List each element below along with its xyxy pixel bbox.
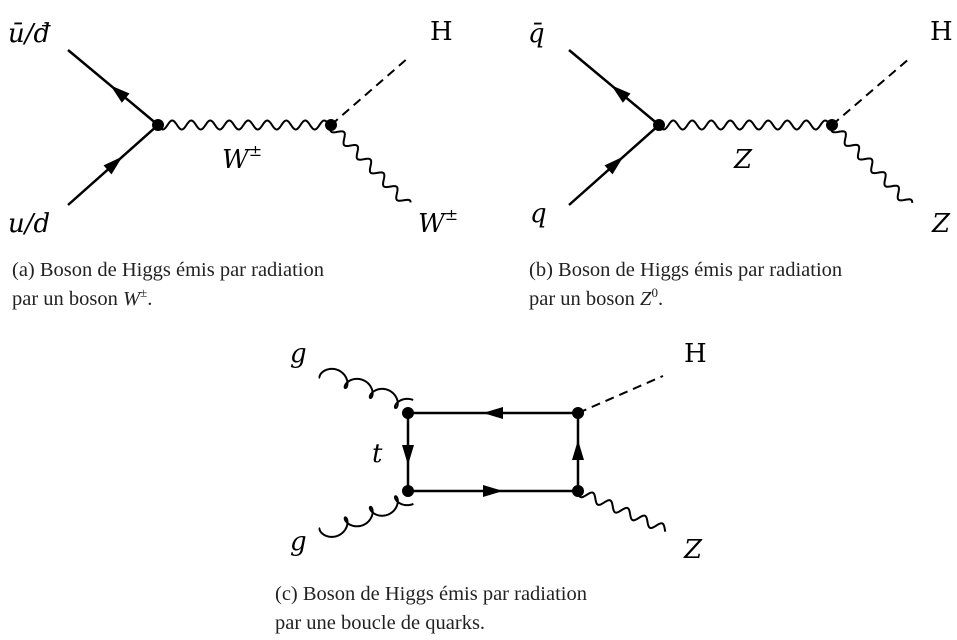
diagram-a: ū/đ u/d W± H W±: [8, 17, 458, 239]
label-propagator: W±: [222, 141, 262, 175]
caption-b-text: par un boson: [529, 288, 641, 310]
label-gluon-top: g: [290, 339, 307, 369]
caption-a-line1: (a) Boson de Higgs émis par radiation: [12, 259, 324, 281]
caption-c: (c) Boson de Higgs émis par radiation pa…: [275, 580, 715, 638]
label-propagator: Z: [733, 145, 753, 175]
fermion-arrow-icon: [572, 440, 584, 460]
vertex-dot-icon: [402, 407, 414, 419]
diagram-b: q̄ q Z H Z: [528, 17, 953, 239]
caption-a-end: .: [147, 288, 153, 310]
caption-c-line1: (c) Boson de Higgs émis par radiation: [275, 583, 587, 605]
label-out-boson: Z: [683, 535, 703, 565]
vertex-dot-icon: [152, 119, 164, 131]
caption-b-symbol-sup: 0: [651, 285, 658, 301]
caption-b-line1: (b) Boson de Higgs émis par radiation: [529, 259, 843, 281]
wavy-propagator: [658, 119, 833, 131]
vertex-dot-icon: [653, 119, 665, 131]
label-in-top: ū/đ: [8, 19, 52, 49]
caption-b: (b) Boson de Higgs émis par radiation pa…: [529, 256, 949, 314]
caption-a-symbol-sup: ±: [140, 285, 148, 301]
vertex-dot-icon: [402, 485, 414, 497]
diagram-c: g g t H Z: [290, 339, 707, 565]
wavy-out-boson: [577, 490, 667, 532]
fermion-arrow-icon: [110, 85, 130, 103]
caption-a: (a) Boson de Higgs émis par radiation pa…: [12, 256, 432, 314]
fermion-arrow-icon: [402, 445, 414, 465]
label-gluon-bottom: g: [290, 527, 307, 557]
fermion-arrow-icon: [483, 407, 503, 419]
label-in-bottom: u/d: [8, 209, 50, 239]
gluon-curl-icon: [318, 495, 414, 538]
vertex-dot-icon: [572, 407, 584, 419]
vertex-dot-icon: [826, 119, 838, 131]
label-quark: t: [372, 439, 383, 469]
vertex-dot-icon: [572, 485, 584, 497]
caption-c-line2: par une boucle de quarks.: [275, 612, 486, 634]
dashed-higgs-line: [330, 57, 409, 126]
label-out-higgs: H: [930, 17, 953, 47]
fermion-arrow-icon: [103, 156, 123, 175]
caption-a-text: par un boson: [12, 288, 124, 310]
fermion-arrow-icon: [611, 85, 631, 103]
caption-b-end: .: [657, 288, 664, 310]
fermion-arrow-icon: [604, 156, 624, 175]
caption-b-symbol: Z: [640, 288, 652, 310]
fermion-arrow-icon: [483, 485, 503, 497]
label-in-bottom: q: [530, 199, 547, 229]
caption-a-symbol: W: [123, 288, 141, 310]
label-in-top: q̄: [528, 19, 545, 49]
dashed-higgs-line: [577, 375, 664, 414]
vertex-dot-icon: [325, 119, 337, 131]
caption-a-line2: par un boson W±.: [12, 285, 432, 314]
caption-b-line2: par un boson Z0.: [529, 285, 949, 314]
dashed-higgs-line: [831, 57, 911, 126]
label-out-boson: Z: [931, 209, 951, 239]
label-out-boson: W±: [418, 205, 458, 239]
wavy-propagator: [157, 119, 332, 131]
label-out-higgs: H: [684, 339, 707, 369]
wavy-out-boson: [830, 124, 914, 203]
label-out-higgs: H: [430, 17, 453, 47]
wavy-out-boson: [329, 124, 412, 203]
gluon-curl-icon: [318, 367, 414, 410]
